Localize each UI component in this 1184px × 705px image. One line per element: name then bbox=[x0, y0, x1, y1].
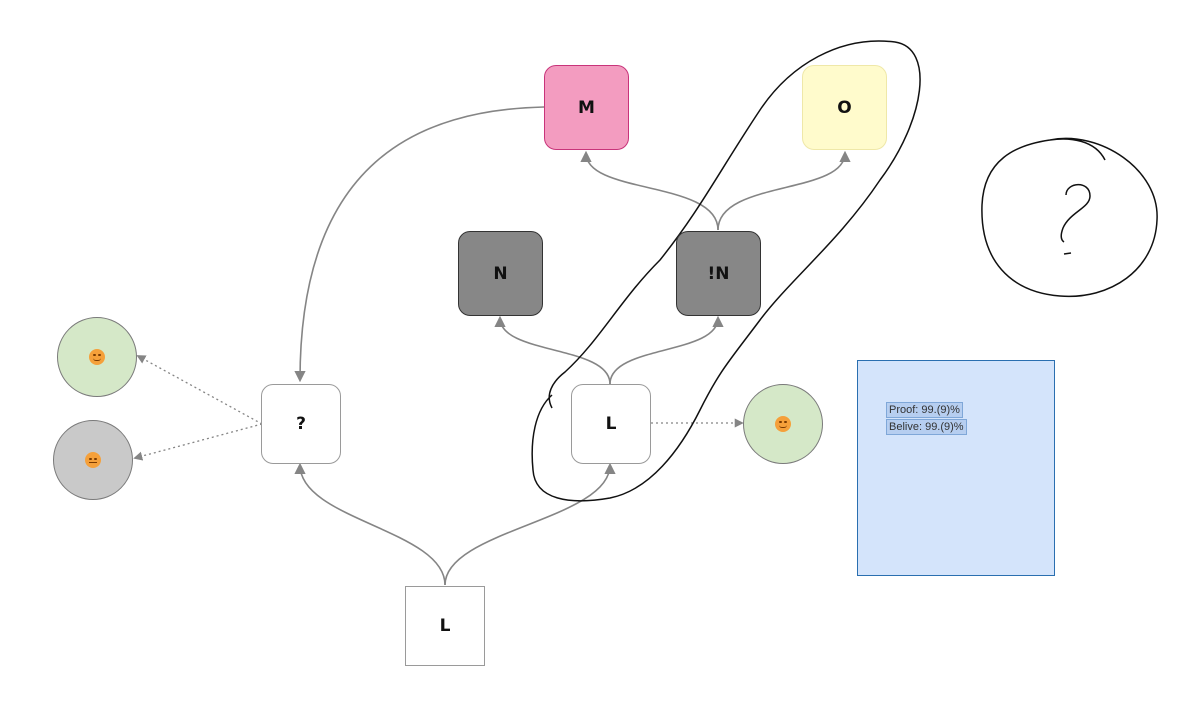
note-panel[interactable]: Proof: 99.(9)% Belive: 99.(9)% bbox=[857, 360, 1055, 576]
node-question-label: ? bbox=[296, 414, 306, 434]
edge-not-n-to-m[interactable] bbox=[580, 150, 719, 231]
node-m[interactable]: M bbox=[544, 65, 629, 150]
outcome-happy-left[interactable] bbox=[57, 317, 137, 397]
node-o[interactable]: O bbox=[802, 65, 887, 150]
smiling-face-icon bbox=[89, 349, 105, 365]
freehand-loop-annotation[interactable] bbox=[531, 40, 921, 502]
node-n[interactable]: N bbox=[458, 231, 543, 316]
freehand-circle-sketch[interactable] bbox=[981, 137, 1158, 298]
edge-l-bottom-to-l-mid[interactable] bbox=[444, 462, 616, 586]
node-l-mid[interactable]: L bbox=[571, 384, 651, 464]
smiling-face-icon bbox=[775, 416, 791, 432]
outcome-neutral-left[interactable] bbox=[53, 420, 133, 500]
node-o-label: O bbox=[837, 97, 852, 118]
node-l-mid-label: L bbox=[605, 414, 617, 434]
edge-not-n-to-o[interactable] bbox=[717, 150, 851, 231]
edge-m-to-question[interactable] bbox=[294, 106, 545, 383]
edge-l-mid-to-n[interactable] bbox=[494, 315, 611, 385]
freehand-question-dot bbox=[1063, 252, 1072, 255]
node-n-label: N bbox=[493, 263, 508, 284]
node-not-n-label: !N bbox=[707, 263, 730, 284]
expressionless-face-icon bbox=[85, 452, 101, 468]
edge-l-bottom-to-question[interactable] bbox=[294, 462, 446, 586]
node-l-bottom[interactable]: L bbox=[405, 586, 485, 666]
edge-l-mid-to-not-n[interactable] bbox=[609, 315, 724, 385]
edge-question-to-neutral-left[interactable] bbox=[133, 423, 263, 461]
edge-question-to-happy-left[interactable] bbox=[136, 355, 263, 425]
note-belive-line[interactable]: Belive: 99.(9)% bbox=[886, 419, 967, 435]
node-question[interactable]: ? bbox=[261, 384, 341, 464]
node-l-bottom-label: L bbox=[439, 616, 451, 636]
outcome-happy-right[interactable] bbox=[743, 384, 823, 464]
node-m-label: M bbox=[578, 97, 595, 118]
note-proof-line[interactable]: Proof: 99.(9)% bbox=[886, 402, 963, 418]
freehand-question-curve bbox=[1060, 183, 1091, 243]
node-not-n[interactable]: !N bbox=[676, 231, 761, 316]
